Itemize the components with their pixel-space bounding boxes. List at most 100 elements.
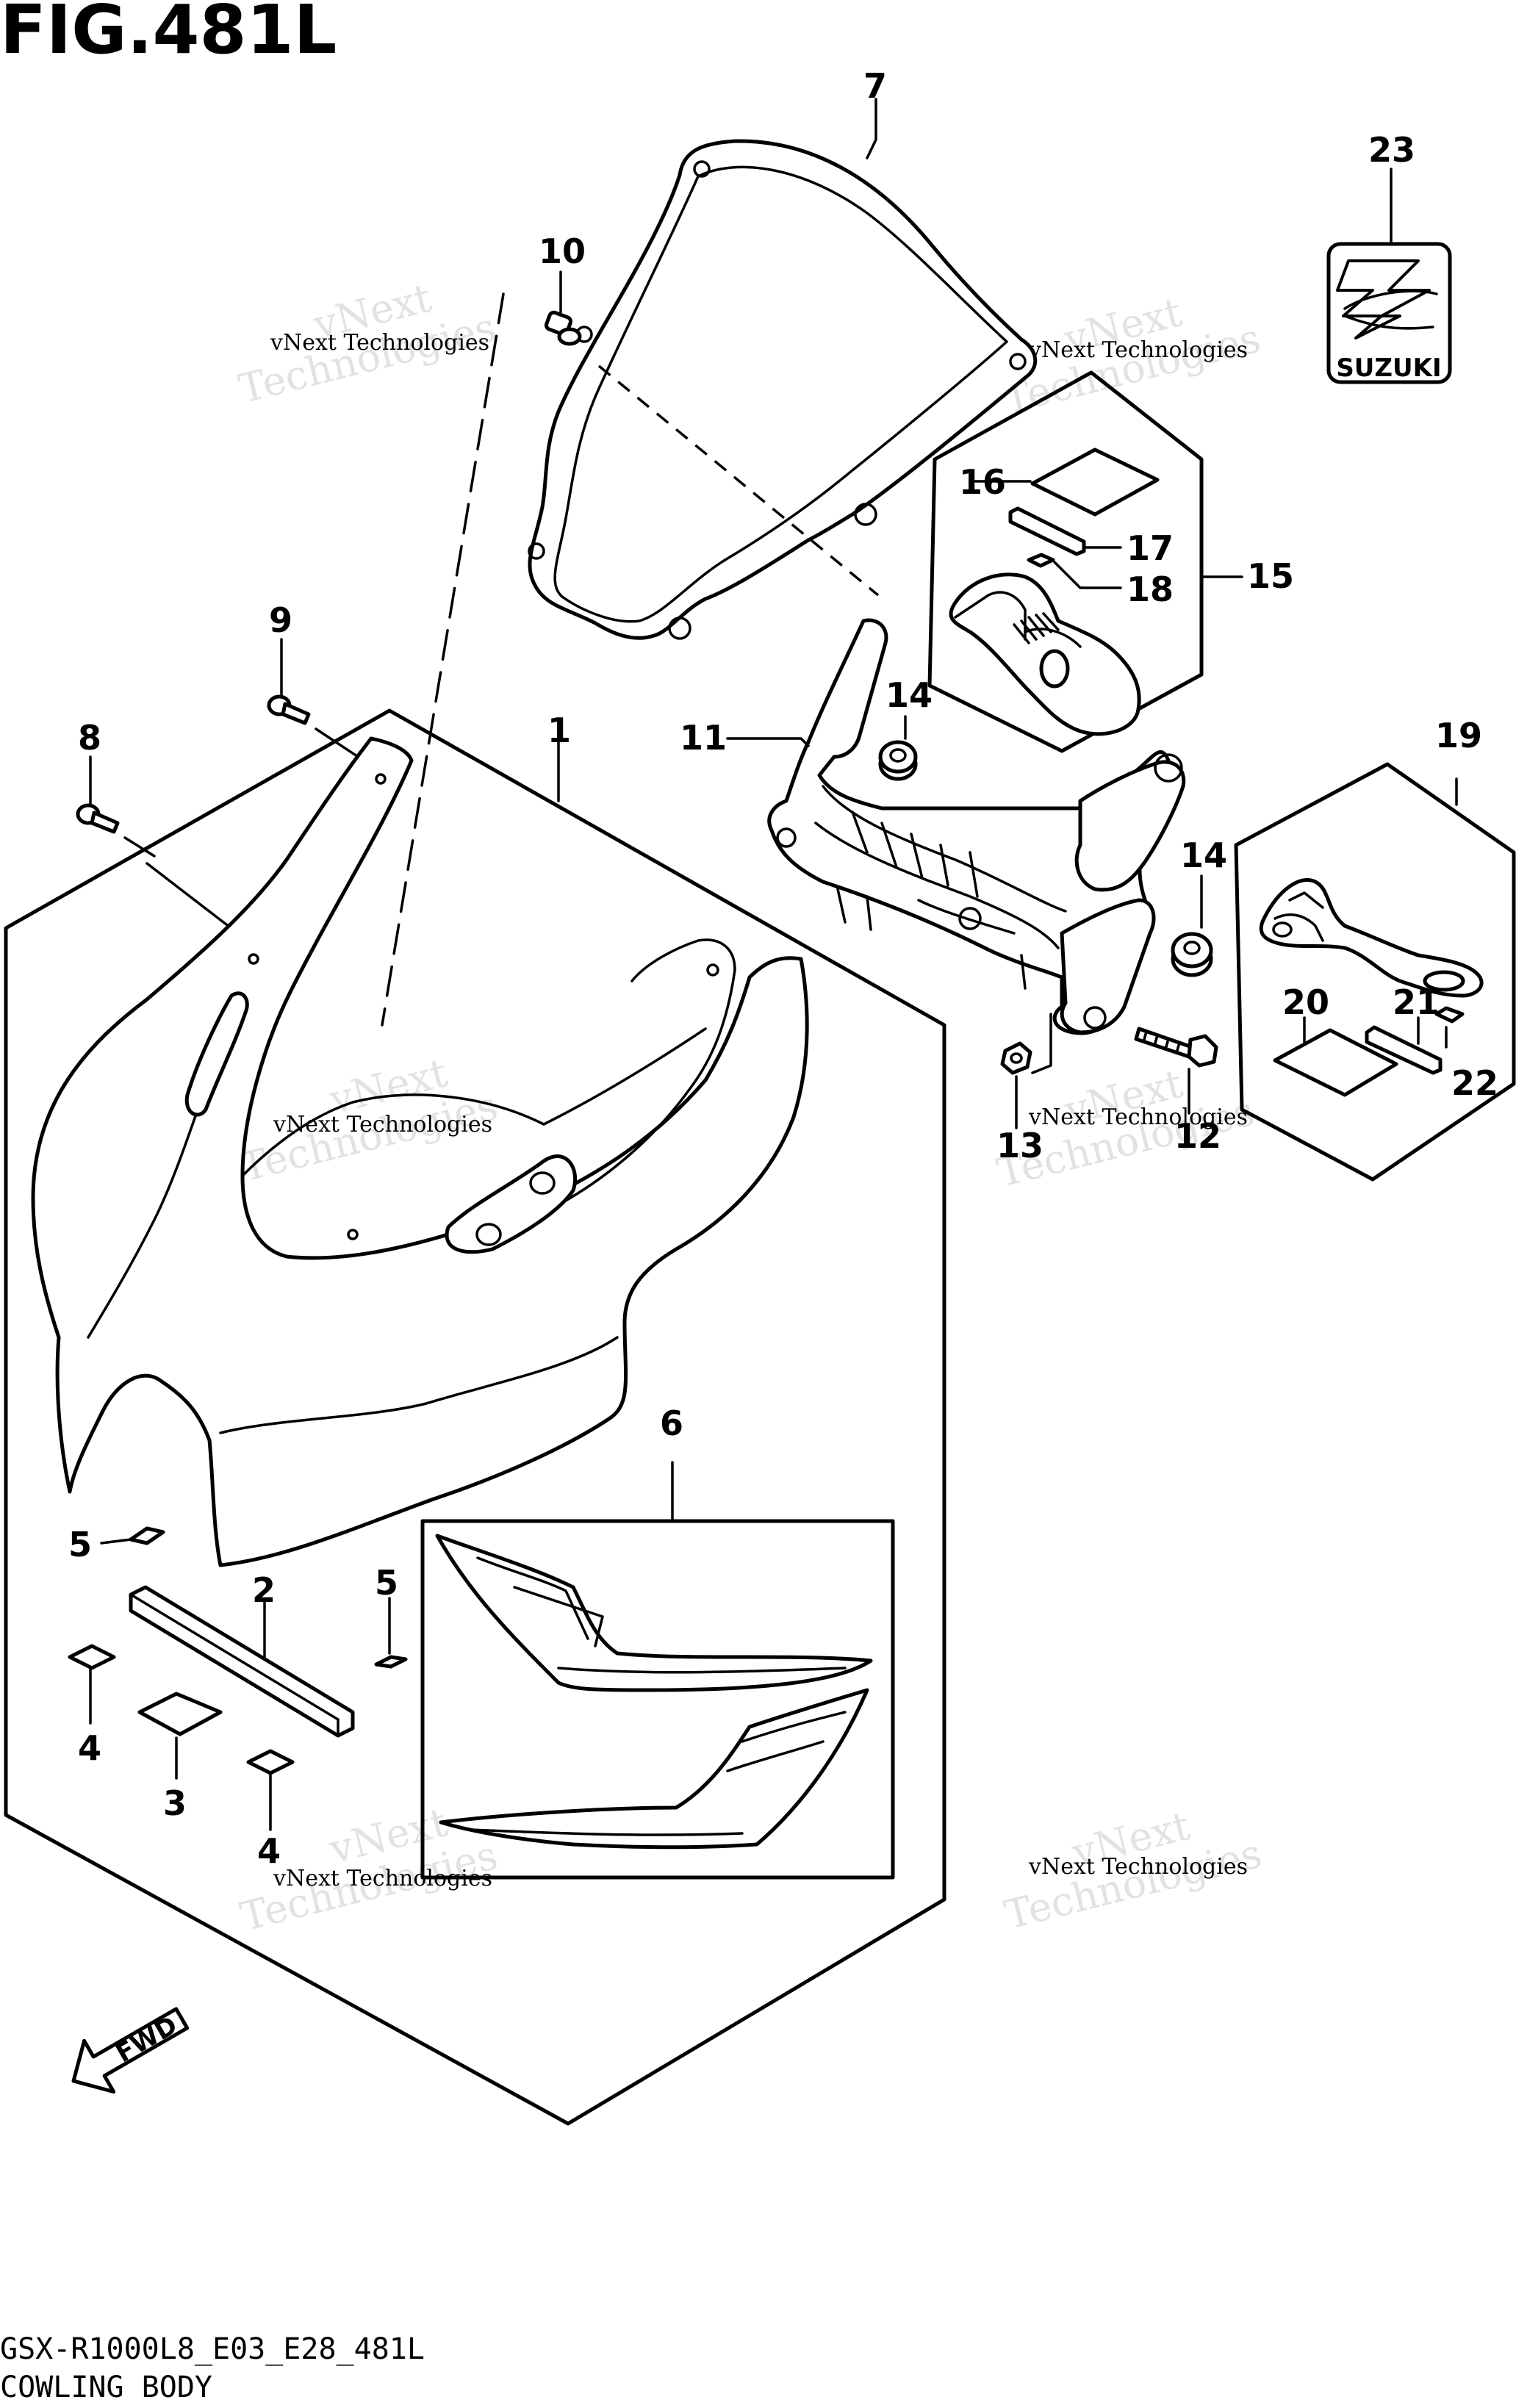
watermark-text: vNext Technologies xyxy=(270,330,489,356)
duct-detail xyxy=(1013,612,1060,644)
strip-21[interactable] xyxy=(1365,1025,1443,1075)
figure-title: FIG.481L xyxy=(0,0,337,69)
callout-18: 18 xyxy=(1127,569,1174,609)
cowling-slot xyxy=(184,991,249,1117)
leader-line xyxy=(1053,561,1122,589)
clip-5[interactable] xyxy=(374,1655,408,1669)
assembly-6-group-box xyxy=(420,1519,895,1880)
duct-hole xyxy=(1272,921,1293,938)
leader-line xyxy=(866,98,877,159)
grommet-14[interactable] xyxy=(878,740,918,781)
cowling-hole xyxy=(529,1171,556,1195)
trim-strip-edge xyxy=(129,1593,340,1721)
intake-grille-lower[interactable] xyxy=(439,1688,869,1850)
grommet-14[interactable] xyxy=(1171,932,1213,977)
grille-slat xyxy=(557,1667,847,1674)
strip-17[interactable] xyxy=(1008,506,1086,556)
callout-14: 14 xyxy=(1180,835,1227,875)
duct-grommet xyxy=(1423,970,1465,992)
pad-3[interactable] xyxy=(137,1692,223,1736)
watermark-text: vNext Technologies xyxy=(1028,1854,1248,1880)
watermark-text: vNext Technologies xyxy=(273,1112,492,1137)
duct-detail xyxy=(1273,913,1324,942)
cowling-contour xyxy=(219,1336,619,1434)
alignment-line xyxy=(146,862,244,938)
clip-5[interactable] xyxy=(129,1526,165,1545)
duct-grommet xyxy=(1039,649,1070,689)
callout-15: 15 xyxy=(1247,556,1294,596)
bracket-hole xyxy=(958,907,982,930)
assembly-1-group-box xyxy=(4,708,946,2126)
pad-4[interactable] xyxy=(68,1644,116,1670)
windscreen-mount-hole xyxy=(528,542,545,560)
pad-4[interactable] xyxy=(246,1749,295,1775)
screw-8[interactable] xyxy=(76,803,120,834)
fwd-label: FWD xyxy=(111,2010,182,2069)
callout-4: 4 xyxy=(78,1728,101,1768)
cowling-hole xyxy=(375,773,387,785)
cowling-contour xyxy=(542,1027,707,1126)
watermark-text: vNext Technologies xyxy=(1028,1104,1248,1130)
callout-5: 5 xyxy=(375,1563,398,1603)
front-cowling[interactable] xyxy=(31,736,809,1567)
callout-6: 6 xyxy=(660,1404,683,1443)
grille-slat xyxy=(726,1740,825,1772)
callout-10: 10 xyxy=(539,231,586,271)
bracket-arm xyxy=(1074,760,1186,892)
cowling-hole xyxy=(706,963,719,977)
callout-labels: 1 2 3 4 4 5 5 6 7 8 9 10 11 12 13 14 14 … xyxy=(68,66,1498,1871)
callout-2: 2 xyxy=(252,1570,276,1610)
bracket-hole xyxy=(776,827,797,848)
callout-22: 22 xyxy=(1451,1063,1498,1103)
grille-slat xyxy=(513,1586,604,1647)
callout-20: 20 xyxy=(1282,982,1329,1022)
grille-slat xyxy=(476,1556,589,1640)
bracket-hole xyxy=(1083,1006,1107,1029)
bracket-detail xyxy=(814,822,1060,949)
leader-line xyxy=(726,737,810,747)
suzuki-emblem[interactable]: SUZUKI xyxy=(1326,242,1452,384)
watermark-text: vNext Technologies xyxy=(1028,337,1248,363)
callout-21: 21 xyxy=(1393,982,1440,1022)
duct-detail xyxy=(954,591,1027,641)
alignment-line xyxy=(123,836,156,858)
callout-12: 12 xyxy=(1174,1116,1221,1156)
clip-22[interactable] xyxy=(1434,1006,1465,1024)
assembly-15-group-box xyxy=(927,370,1204,753)
bolt-12[interactable] xyxy=(1134,1027,1218,1068)
callout-13: 13 xyxy=(996,1126,1043,1165)
windscreen-mount-hole xyxy=(693,160,711,178)
intake-grille-upper[interactable] xyxy=(435,1534,873,1692)
cowling-hole xyxy=(347,1229,359,1240)
grille-slat xyxy=(741,1711,847,1743)
pad-20[interactable] xyxy=(1273,1028,1398,1097)
callout-16: 16 xyxy=(959,462,1006,502)
model-code: GSX-R1000L8_E03_E28_481L xyxy=(0,2332,425,2366)
screw-9[interactable] xyxy=(267,694,311,725)
alignment-line xyxy=(597,364,880,597)
screw-10[interactable] xyxy=(544,310,582,346)
callout-5: 5 xyxy=(68,1525,92,1564)
bracket-detail xyxy=(917,899,1016,935)
emblem-logo-text: SUZUKI xyxy=(1336,353,1441,383)
nut-13[interactable] xyxy=(1000,1041,1032,1075)
cowling-hole xyxy=(475,1223,502,1246)
callout-8: 8 xyxy=(78,718,101,758)
callout-7: 7 xyxy=(863,66,887,106)
callout-17: 17 xyxy=(1127,528,1174,568)
windscreen[interactable] xyxy=(528,139,1038,640)
bracket-detail xyxy=(822,785,1067,913)
cowling-contour xyxy=(542,938,736,1214)
callout-1: 1 xyxy=(547,711,571,750)
air-duct-part[interactable] xyxy=(1259,877,1484,998)
assembly-19-group-box xyxy=(1234,762,1516,1182)
windscreen-mount-hole xyxy=(668,617,691,640)
bracket-detail xyxy=(851,811,979,898)
duct-detail xyxy=(1024,628,1082,648)
pad-16[interactable] xyxy=(1030,448,1160,517)
callout-19: 19 xyxy=(1435,716,1482,755)
fwd-arrow-icon: FWD xyxy=(71,2007,190,2094)
clip-18[interactable] xyxy=(1027,553,1055,568)
callout-11: 11 xyxy=(680,718,727,758)
